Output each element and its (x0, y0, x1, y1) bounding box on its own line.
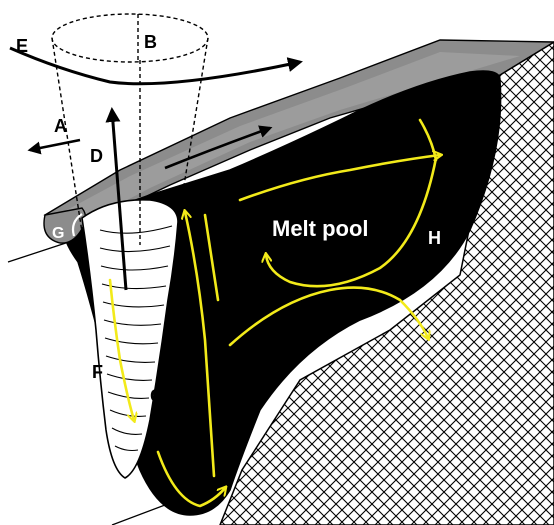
flow-arrow-bottom (156, 450, 225, 508)
bead-rear-ring (71, 213, 83, 237)
substrate-block (219, 41, 554, 525)
label-b: B (144, 32, 157, 52)
label-c: C (150, 386, 163, 406)
label-e: E (16, 36, 28, 56)
flow-arrow-rear-loop (266, 156, 438, 288)
flow-arrow-front-long (228, 286, 428, 347)
flow-arrow-front-up (185, 212, 216, 478)
surface-flow-arrow (164, 125, 273, 170)
vapour-jet-arrow (27, 138, 81, 155)
keyhole-striations (99, 225, 173, 452)
flow-arrow-front-top (203, 213, 220, 302)
label-g: G (52, 225, 64, 242)
keyhole-cavity (81, 199, 179, 479)
label-a: A (54, 116, 67, 136)
label-d: D (90, 146, 103, 166)
scan-direction-arrow (9, 46, 303, 86)
flow-arrow-upper-right (238, 155, 440, 202)
vapour-plume-arrow (105, 107, 128, 291)
flow-arrow-keyhole-down (108, 278, 134, 420)
label-f: F (92, 362, 103, 382)
laser-beam-cone (51, 13, 209, 245)
label-h: H (428, 228, 441, 248)
melt-flow-arrows (108, 118, 440, 508)
flow-arrow-top-right (418, 118, 438, 162)
label-melt-pool: Melt pool (272, 216, 369, 241)
